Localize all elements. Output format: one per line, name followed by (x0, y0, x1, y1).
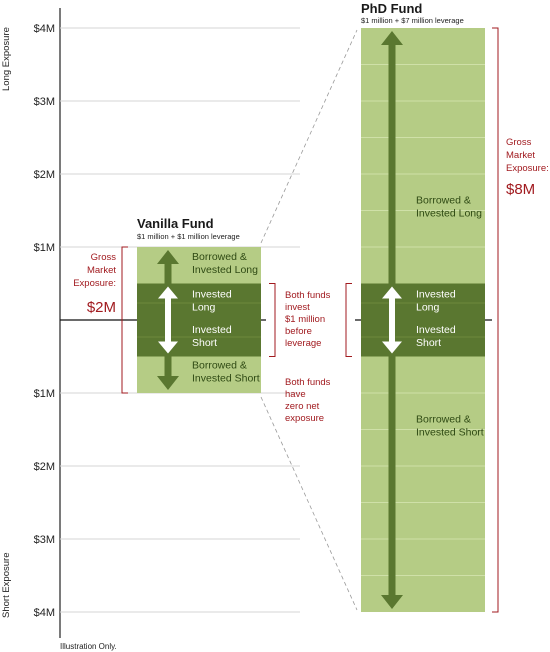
annotation-zero-net-line-3: zero net (285, 401, 320, 412)
phd-title: PhD Fund (361, 1, 422, 16)
tick-label-short-2: $2M (34, 461, 55, 473)
fund-1-label-invested-short-line-1: Invested (416, 324, 456, 336)
annotation-zero-net-line-1: Both funds (285, 377, 331, 388)
fund-1-invested-arrow (382, 286, 402, 354)
fund-1-label-borrowed-short-line-1: Borrowed & (416, 414, 471, 426)
tick-label-short-3: $3M (34, 534, 55, 546)
fund-0-invested-arrow (158, 286, 178, 354)
bars-layer (137, 28, 485, 612)
vanilla-gross-value: $2M (87, 299, 116, 316)
vanilla-gross-label-line-1: Gross (91, 252, 117, 263)
tick-label-long-2: $2M (34, 169, 55, 181)
projection-line-bottom (260, 396, 358, 611)
phd-gross-label-line-3: Exposure: (506, 163, 549, 174)
phd-subtitle: $1 million + $7 million leverage (361, 16, 464, 25)
fund-1-invested-bar (361, 283, 485, 357)
tick-label-long-4: $4M (34, 23, 55, 35)
fund-0-label-borrowed-long-line-1: Borrowed & (192, 251, 247, 263)
fund-1-invested-arrow-shape (382, 286, 402, 354)
phd-gross-bracket (492, 27, 499, 613)
fund-0-label-borrowed-short-line-1: Borrowed & (192, 360, 247, 372)
projection-line-top (260, 29, 358, 244)
vanilla-gross-label-line-3: Exposure: (73, 278, 116, 289)
fund-0-label-invested-long-line-1: Invested (192, 289, 232, 301)
vanilla-title: Vanilla Fund (137, 216, 214, 231)
tick-label-long-3: $3M (34, 96, 55, 108)
both-invest-bracket-right (345, 283, 352, 357)
phd-gross-value: $8M (506, 181, 535, 198)
fund-0-invested-arrow-shape (158, 286, 178, 354)
fund-0-invested-bar (137, 283, 261, 357)
tick-label-short-4: $4M (34, 607, 55, 619)
annotation-zero-net-line-2: have (285, 389, 306, 400)
axis-label-long: Long Exposure (1, 27, 12, 91)
fund-0-label-borrowed-short-line-2: Invested Short (192, 373, 260, 385)
tick-label-long-1: $1M (34, 242, 55, 254)
fund-1-label-borrowed-long-line-1: Borrowed & (416, 195, 471, 207)
fund-1-label-invested-short-line-2: Short (416, 337, 441, 349)
annotation-both-invest-line-5: leverage (285, 338, 321, 349)
fund-1-label-borrowed-long-line-2: Invested Long (416, 208, 482, 220)
vanilla-subtitle: $1 million + $1 million leverage (137, 232, 240, 241)
fund-0-label-invested-short-line-2: Short (192, 337, 217, 349)
both-invest-bracket-left (269, 283, 276, 357)
fund-0-label-borrowed-long-line-2: Invested Long (192, 264, 258, 276)
footnote: Illustration Only. (60, 642, 117, 651)
axis-label-short: Short Exposure (1, 553, 12, 618)
annotation-both-invest-line-3: $1 million (285, 314, 325, 325)
vanilla-gross-bracket (121, 246, 128, 394)
annotation-both-invest-line-1: Both funds (285, 290, 331, 301)
fund-1-label-invested-long-line-1: Invested (416, 289, 456, 301)
annotation-both-invest-line-4: before (285, 326, 312, 337)
annotation-zero-net-line-4: exposure (285, 413, 324, 424)
vanilla-gross-label-line-2: Market (87, 265, 116, 276)
phd-gross-label-line-1: Gross (506, 137, 532, 148)
fund-1-label-borrowed-short-line-2: Invested Short (416, 427, 484, 439)
tick-label-short-1: $1M (34, 388, 55, 400)
annotation-both-invest-line-2: invest (285, 302, 310, 313)
fund-0-label-invested-short-line-1: Invested (192, 324, 232, 336)
fund-0-label-invested-long-line-2: Long (192, 302, 216, 314)
fund-1-label-invested-long-line-2: Long (416, 302, 440, 314)
phd-gross-label-line-2: Market (506, 150, 535, 161)
